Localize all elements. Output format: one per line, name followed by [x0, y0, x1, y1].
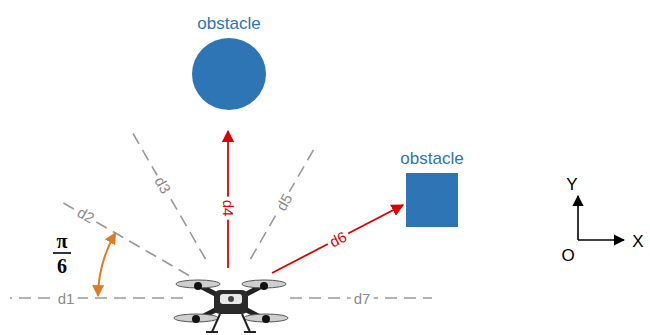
- angle-label: 6: [57, 256, 67, 276]
- obstacle-square: obstacle: [406, 173, 458, 227]
- distance-label: d5: [271, 188, 297, 216]
- obstacle-label: obstacle: [400, 149, 463, 169]
- axis-label: Y: [566, 176, 577, 193]
- distance-arrow: [272, 205, 403, 273]
- ray-line: [251, 146, 316, 259]
- ray-line: [133, 134, 206, 260]
- angle-label: π: [57, 231, 68, 251]
- obstacle-label: obstacle: [197, 14, 260, 34]
- drone-illustration: [174, 280, 288, 332]
- obstacle-shape: [192, 38, 266, 110]
- ray-line: [59, 201, 189, 276]
- distance-label: d3: [150, 171, 176, 199]
- angle-arc: [98, 233, 115, 296]
- sensor-rays: [10, 134, 432, 299]
- obstacle-circle: obstacle: [192, 38, 266, 110]
- distance-label: d4: [220, 197, 237, 220]
- axis-label: O: [561, 247, 574, 264]
- axis-label: X: [632, 233, 643, 250]
- ray-line: [10, 297, 183, 299]
- distance-label: d2: [72, 202, 100, 228]
- axis-symbol: [578, 196, 624, 240]
- distance-label: d6: [324, 226, 352, 251]
- distance-label: d7: [351, 290, 374, 307]
- distance-label: d1: [55, 290, 78, 307]
- fraction-bar: [53, 252, 71, 254]
